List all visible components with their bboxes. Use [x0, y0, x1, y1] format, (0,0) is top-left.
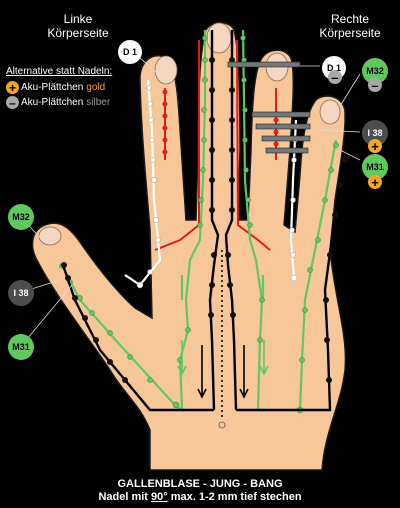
- plus-icon: +: [368, 175, 382, 190]
- footer-instruction: Nadel mit 90° max. 1-2 mm tief stechen: [0, 491, 400, 503]
- nail-index: [154, 55, 178, 85]
- footer-instruction-angle: 90°: [151, 491, 168, 503]
- plus-icon: +: [368, 139, 382, 154]
- needles: [227, 61, 311, 154]
- legend: Alternative statt Nadeln: + Aku-Plättche…: [6, 66, 112, 110]
- legend-silver-label: Aku-Plättchen: [21, 97, 84, 108]
- left-side-header: Linke Körperseite: [28, 12, 128, 40]
- footer-instruction-suffix: max. 1-2 mm tief stechen: [167, 491, 302, 503]
- legend-gold-word: gold: [86, 82, 106, 93]
- legend-row-silver: – Aku-Plättchen silber: [6, 95, 112, 110]
- minus-icon: –: [368, 78, 382, 93]
- footer-instruction-prefix: Nadel mit: [98, 491, 152, 503]
- nail-little: [319, 99, 341, 125]
- hand-silhouette: [31, 22, 347, 471]
- plus-icon: +: [6, 81, 19, 95]
- left-header-line1: Linke: [63, 12, 93, 26]
- minus-icon: –: [328, 70, 342, 85]
- legend-silver-word: silber: [86, 97, 111, 108]
- legend-title: Alternative statt Nadeln:: [6, 66, 113, 77]
- right-header-line2: Körperseite: [319, 26, 381, 40]
- point-label-m31-left: M31: [8, 334, 34, 360]
- black-meridian: [61, 30, 347, 412]
- right-side-header: Rechte Körperseite: [300, 12, 400, 40]
- point-label-m32-left: M32: [8, 204, 34, 230]
- nail-middle: [206, 22, 232, 54]
- point-label-i38-left: I 38: [8, 280, 34, 306]
- center-point: [218, 421, 226, 429]
- nail-thumb: [38, 226, 62, 246]
- black-points: [61, 57, 348, 383]
- point-label-d1-left: D 1: [118, 40, 142, 64]
- flow-arrows: [177, 340, 269, 399]
- minus-icon: –: [6, 96, 19, 110]
- legend-gold-label: Aku-Plättchen: [21, 82, 84, 93]
- right-header-line1: Rechte: [330, 12, 370, 26]
- left-header-line2: Körperseite: [47, 26, 109, 40]
- red-points: [162, 89, 279, 155]
- footer-title: GALLENBLASE - JUNG - BANG: [117, 478, 283, 490]
- legend-row-gold: + Aku-Plättchen gold: [6, 80, 112, 95]
- white-points: [136, 85, 298, 289]
